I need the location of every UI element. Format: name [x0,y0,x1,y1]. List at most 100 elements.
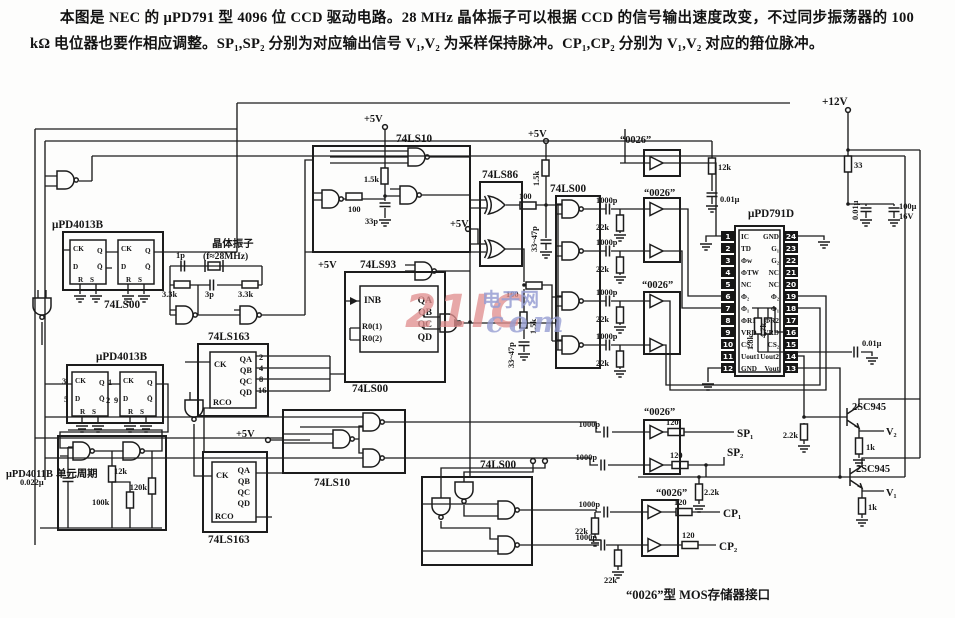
counter-pin-qd: QD [237,499,250,508]
label-cp1: CP₁ [723,508,741,520]
ff-pin-qbar: Q̄ [99,395,105,403]
value-0.01u: 0.01μ [851,200,860,220]
value-1.8k: 1.8k [746,335,755,350]
label-0026-5: “0026” [656,488,687,499]
counter-body [211,461,257,523]
counter-pin-rco: RCO [215,512,234,521]
value-1k: 1k [868,503,877,512]
value-22k: 22k [575,527,588,536]
ff-pin-number: 2 [106,396,110,405]
ff-pin-ck: CK [75,377,86,385]
ground-icon [817,241,831,249]
box-0026-driver-1 [643,149,681,177]
svg-text:Φ₂: Φ₂ [771,293,779,301]
nand-gate-icon [431,497,451,521]
label-plus5v: +5V [318,260,337,271]
counter-body [359,285,439,353]
ground-icon [89,295,103,303]
wires-oscillator-counters [169,130,556,518]
value-3.3k: 3.3k [162,290,177,299]
counter-weight-4: 4 [259,364,264,373]
svg-text:CS₂: CS₂ [768,341,779,349]
box-0026-driver-5 [641,499,679,557]
counter-pin-qc: QC [237,488,250,497]
ff-pin-s: S [90,276,94,284]
ground-icon [855,519,869,527]
value-1.5k: 1.5k [364,175,379,184]
box-74ls10-top [312,145,471,253]
nand-gate-icon [399,185,423,205]
svg-text:12: 12 [723,364,733,373]
capacitor [605,338,611,352]
junction-dot [846,148,850,152]
counter-body [209,351,257,409]
ground-icon [75,425,89,433]
junction-dot [468,320,472,324]
value-0.022u: 0.022μ [20,478,44,487]
resistor [857,497,867,515]
svg-text:CS₁: CS₁ [741,341,752,349]
svg-text:3: 3 [725,256,730,265]
svg-text:21: 21 [786,268,796,277]
box-0026-driver-4 [643,419,681,475]
capacitor [603,505,609,519]
value-33-47p: 33~47p [507,342,516,368]
resistor [707,157,717,175]
resistor [541,159,550,177]
label-crystal-freq: (f≈28MHz) [203,251,248,262]
value-1000p: 1000p [576,453,598,462]
nand-gate-icon [497,500,521,520]
xor-gate-icon [483,195,506,215]
label-0026-4: “0026” [644,407,675,418]
capacitor [859,207,873,213]
nand-gate-icon [454,481,474,505]
ccd-ic-inner [738,229,781,373]
label-v1-output: V₁ [886,488,897,499]
box-74ls163-1 [197,343,269,417]
header-description: 本图是 NEC 的 μPD791 型 4096 位 CCD 驱动电路。28 MH… [30,10,914,53]
nand-gate-icon [362,448,386,468]
ff-pin-r: R [128,408,134,416]
counter-pin-qb: QB [418,307,432,318]
ground-icon [613,276,627,284]
box-74ls86 [479,181,523,267]
svg-text:Φ₁: Φ₁ [741,305,749,313]
ff-pin-ck: CK [73,245,84,253]
resistor [615,214,625,232]
box-74ls10-bottom [282,409,406,474]
ground-icon [613,370,627,378]
value-100k: 100k [92,498,110,507]
counter-pin-qc: QC [418,319,432,330]
label-74ls00-osc: 74LS00 [104,299,140,311]
value-3.3k: 3.3k [238,290,253,299]
nand-gate-icon [561,241,585,261]
label-74ls10-top: 74LS10 [396,133,432,145]
value-120: 120 [666,418,679,427]
svg-text:Vout: Vout [764,365,779,373]
svg-text:Uout2: Uout2 [760,353,779,361]
svg-text:ΦTW: ΦTW [741,269,760,277]
capacitor [600,458,606,472]
label-plus12v: +12V [822,96,848,108]
svg-text:6: 6 [725,292,730,301]
box-74ls163-2 [202,451,268,533]
resistor [345,192,363,201]
junction-dot [544,203,548,207]
value-12k: 12k [718,163,731,172]
svg-text:19: 19 [786,292,796,301]
ff-pin-number: 3 [62,377,66,386]
svg-text:2: 2 [725,244,730,253]
terminal-icon [541,457,549,465]
box-0026-driver-3 [643,291,681,355]
ff-pin-q: Q [99,379,105,387]
value-1000p: 1000p [596,288,618,297]
svg-text:24: 24 [786,232,796,241]
watermark-21ic: 21IC [405,285,525,338]
svg-text:VRD: VRD [763,329,779,337]
svg-text:15: 15 [786,340,796,349]
ff-pin-ck: CK [123,377,134,385]
wires-right-drivers-ccd [470,112,921,518]
svg-text:14: 14 [786,352,796,361]
junction-dot [838,475,842,479]
